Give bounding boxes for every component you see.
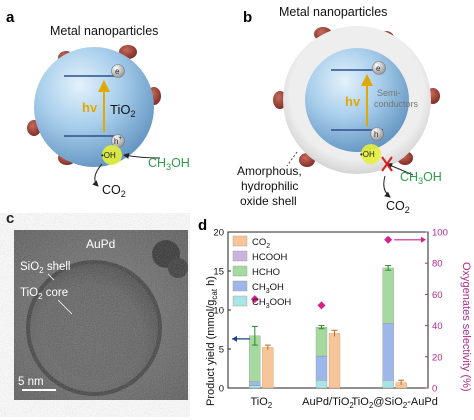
- bar-segment-ch3ooh: [382, 380, 394, 389]
- legend-swatch: [232, 250, 248, 262]
- bar-segment-hcho: [315, 327, 328, 357]
- y-tick-label: 15: [213, 267, 224, 278]
- co2-label: CO2: [386, 199, 410, 215]
- semiconductors-label-1: Semi-: [377, 88, 401, 98]
- hole-ball: [370, 127, 384, 141]
- electron-ball: [372, 61, 386, 75]
- shell-pointer: [47, 273, 55, 281]
- y-tick-label: 20: [213, 228, 224, 239]
- shell-label: SiO2 shell: [20, 261, 70, 275]
- bar-segment-hcho: [382, 267, 394, 324]
- methanol-label: CH3OH: [400, 170, 442, 186]
- panel-a-title: Metal nanoparticles: [50, 24, 158, 38]
- y2-tick-label: 40: [432, 321, 443, 332]
- y2-tick-label: 100: [432, 228, 448, 239]
- y-tick-label: 0: [219, 384, 224, 395]
- x-tick-label: AuPd/TiO2: [302, 396, 354, 410]
- bar-co2: [262, 347, 274, 389]
- legend-label: CO2: [252, 237, 270, 250]
- legend-label: HCOOH: [252, 252, 288, 263]
- co2-label: CO2: [102, 183, 126, 199]
- oh-radical-label: •OH: [360, 150, 375, 159]
- panel-a-letter: a: [6, 9, 15, 26]
- legend-label: HCHO: [252, 267, 280, 278]
- oh-radical-glow: [102, 145, 122, 165]
- co2-arrow: [383, 175, 391, 198]
- legend-swatch: [232, 265, 248, 277]
- shell-label-2: hydrophilic: [241, 179, 298, 193]
- panel-a: a Metal nanoparticles hv TiO2 e h+ •OH C…: [6, 9, 190, 199]
- blocked-cross: [381, 156, 393, 172]
- bar-segment-ch3oh: [382, 323, 394, 381]
- tio2-sphere: [34, 47, 154, 167]
- x-tick-label: TiO2: [250, 396, 272, 410]
- aupd-label: AuPd: [86, 237, 115, 251]
- semiconductor-core: [305, 48, 409, 152]
- y-tick-label: 10: [213, 306, 224, 317]
- bar-segment-ch3oh: [249, 381, 261, 386]
- scale-bar-label: 5 nm: [18, 376, 44, 388]
- y2-tick-label: 80: [432, 259, 443, 270]
- legend-label: CH3OOH: [252, 297, 291, 310]
- panel-c-letter: c: [6, 210, 14, 227]
- legend-label: CH3OH: [252, 282, 284, 295]
- y-tick-label: 5: [219, 345, 224, 356]
- methanol-arrow: [123, 152, 161, 159]
- left-axis-indicator-head: [232, 335, 237, 342]
- legend-swatch: [232, 295, 248, 307]
- y2-tick-label: 60: [432, 290, 443, 301]
- semiconductors-label-2: conductors: [374, 99, 419, 109]
- oh-radical-glow: [361, 144, 381, 164]
- electron-label: e: [115, 67, 120, 76]
- y2-tick-label: 0: [432, 384, 437, 395]
- panel-d: d Product yield (mmol/gcat h) Oxygenates…: [198, 217, 472, 411]
- electron-ball: [111, 64, 125, 78]
- core-pointer: [57, 299, 73, 315]
- selectivity-point: [317, 301, 326, 310]
- bar-segment-ch3ooh: [315, 380, 328, 389]
- electron-label: e: [376, 64, 381, 73]
- hv-label: hv: [82, 100, 98, 115]
- selectivity-point: [250, 295, 259, 304]
- panel-b-letter: b: [243, 9, 252, 26]
- hole-label: h: [374, 130, 378, 139]
- panel-c: c AuPd SiO2 shell TiO2 core 5 nm: [6, 210, 188, 400]
- tio2-label: TiO2: [110, 102, 135, 119]
- legend-swatch: [232, 280, 248, 292]
- shell-label-1: Amorphous,: [237, 164, 302, 178]
- methanol-label: CH3OH: [148, 156, 190, 172]
- bar-co2: [328, 333, 341, 389]
- selectivity-point: [384, 235, 393, 244]
- y2-axis-label: Oxygenates selectivity (%): [460, 262, 472, 392]
- right-axis-indicator-head: [421, 236, 426, 243]
- panel-b: b Metal nanoparticles hv Semi- conductor…: [237, 5, 442, 215]
- methanol-arrow: [386, 163, 414, 176]
- hole-label: h+: [114, 136, 122, 146]
- oh-radical-label: •OH: [101, 151, 116, 160]
- bar-segment-ch3oh: [315, 355, 328, 381]
- panel-d-letter: d: [198, 217, 207, 234]
- shell-label-3: oxide shell: [240, 194, 297, 208]
- y2-tick-label: 20: [432, 352, 443, 363]
- tem-noise: [14, 230, 188, 400]
- legend-swatch: [232, 235, 248, 247]
- hv-label: hv: [345, 94, 361, 109]
- co2-arrow: [92, 163, 103, 187]
- bar-segment-ch3ooh: [249, 385, 261, 389]
- shell-pointer: [286, 151, 298, 167]
- core-label: TiO2 core: [20, 287, 68, 301]
- x-tick-label: TiO2@SiO2-AuPd: [352, 396, 438, 410]
- y-axis-label: Product yield (mmol/gcat h): [205, 276, 219, 406]
- panel-b-title: Metal nanoparticles: [279, 5, 387, 19]
